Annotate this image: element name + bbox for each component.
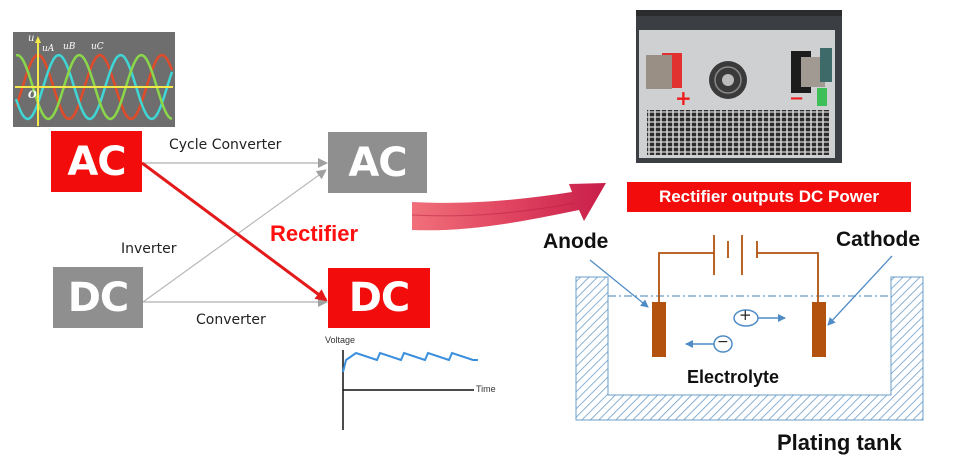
plating-tank-label: Plating tank	[777, 430, 902, 455]
anode-pointer	[589, 259, 649, 308]
arrow-rectifier	[141, 161, 328, 302]
label-inverter: Inverter	[121, 241, 177, 257]
positive-ion-sign: +	[739, 306, 752, 324]
ripple-voltage-line	[342, 351, 478, 373]
photo-positive-mark: +	[675, 86, 692, 110]
arrow-inverter	[142, 169, 327, 303]
fan-hub	[722, 74, 734, 86]
plating-tank	[575, 276, 924, 421]
voltage-axis-label: Voltage	[325, 335, 356, 345]
vent-grille	[647, 110, 829, 155]
connector-block	[820, 48, 832, 82]
green-terminal	[817, 88, 827, 106]
electrolyte-label: Electrolyte	[687, 367, 780, 387]
waveform-origin-label: O	[28, 90, 37, 101]
waveform-y-arrow-icon	[35, 36, 41, 43]
phase-c-curve	[15, 53, 173, 121]
cathode-label: Cathode	[836, 228, 920, 251]
node-dc-source: DC	[53, 267, 143, 328]
cathode-electrode	[812, 302, 826, 357]
phase-a-curve	[14, 53, 174, 121]
waveform-curves	[14, 53, 174, 121]
phase-label-a: uA	[42, 44, 55, 54]
node-ac-target: AC	[328, 132, 427, 193]
node-dc-target: DC	[328, 268, 430, 328]
anode-label: Anode	[543, 230, 609, 253]
anode-electrode	[652, 302, 666, 357]
cathode-pointer	[827, 255, 893, 326]
battery-icon	[713, 235, 758, 275]
curved-arrow-shape	[412, 183, 606, 231]
anode-wire	[658, 252, 714, 302]
photo-top-strip	[636, 10, 842, 16]
node-ac-source: AC	[51, 131, 142, 192]
fan-grill	[714, 66, 742, 94]
positive-terminal-bar	[646, 55, 672, 89]
time-axis-label: Time	[476, 384, 496, 394]
cathode-wire	[757, 252, 819, 302]
label-converter: Converter	[196, 312, 266, 328]
curved-arrow-edge	[411, 202, 576, 217]
phase-label-b: uB	[63, 42, 76, 52]
label-rectifier: Rectifier	[270, 221, 359, 246]
phase-label-c: uC	[91, 42, 104, 52]
rectifier-output-banner: Rectifier outputs DC Power	[627, 182, 911, 212]
phase-b-curve	[14, 53, 174, 121]
photo-negative-mark: −	[789, 88, 805, 109]
waveform-axis-label: u	[28, 33, 35, 44]
negative-ion-sign: −	[717, 334, 729, 350]
label-cycle-converter: Cycle Converter	[169, 137, 282, 153]
